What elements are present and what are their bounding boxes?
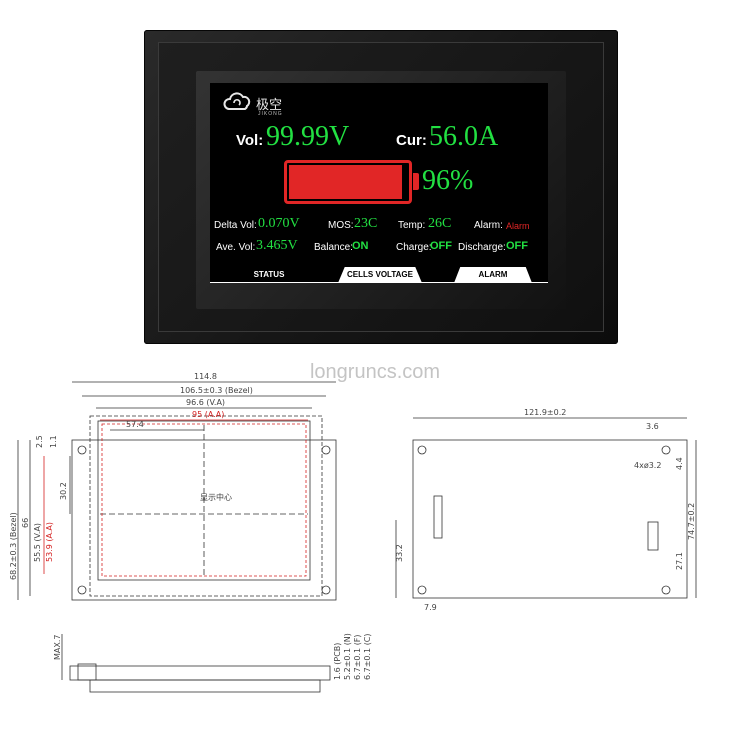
back-hole-bl — [417, 585, 427, 595]
dim-half-width: 57.4 — [126, 420, 144, 429]
brand-logo: 极空 JIKONG — [222, 91, 283, 117]
discharge-label: Discharge: — [458, 242, 506, 253]
dim-holes: 4xø3.2 — [634, 461, 661, 470]
front-hole-br — [321, 585, 331, 595]
charge-label: Charge: — [396, 242, 432, 253]
dim-side-c: 6.7±0.1 (C) — [363, 633, 372, 680]
dim-left-height: 33.2 — [395, 544, 404, 562]
front-hole-bl — [77, 585, 87, 595]
dim-back-height: 74.7±0.2 — [687, 503, 696, 540]
temp-value: 26C — [428, 216, 452, 231]
screen-tab-bar: STATUS CELLS VOLTAGE ALARM — [210, 263, 548, 283]
tab-alarm[interactable]: ALARM — [454, 267, 532, 283]
voltage-label: Vol: — [236, 132, 264, 149]
temp-label: Temp: — [398, 220, 426, 231]
tab-cells-voltage[interactable]: CELLS VOLTAGE — [338, 267, 422, 283]
delta-vol-value: 0.070V — [258, 216, 300, 231]
back-hole-br — [661, 585, 671, 595]
side-connector — [77, 663, 97, 681]
dim-hole-offset: 3.6 — [646, 422, 659, 431]
watermark: longruncs.com — [309, 361, 441, 383]
dim-side-max: MAX.7 — [53, 635, 62, 661]
voltage-value: 99.99V — [266, 121, 350, 152]
battery-tip — [413, 173, 419, 190]
side-pcb — [89, 679, 321, 693]
dim-bottom-left: 7.9 — [424, 603, 437, 612]
balance-value: ON — [352, 240, 369, 252]
dim-side-n: 5.2±0.1 (N) — [343, 633, 352, 680]
dim-right-small: 4.4 — [675, 457, 684, 470]
dim-aa-width: 95 (A.A) — [192, 410, 224, 419]
tab-status[interactable]: STATUS — [253, 270, 285, 279]
current-value: 56.0A — [429, 121, 499, 152]
lcd-screen: 极空 JIKONG Vol: 99.99V Cur: 56.0A 96% Del… — [210, 83, 548, 283]
back-outline — [412, 439, 688, 599]
dim-lower-right: 27.1 — [675, 552, 684, 570]
mos-value: 23C — [354, 216, 378, 231]
ave-vol-label: Ave. Vol: — [216, 242, 256, 253]
alarm-label: Alarm: — [474, 220, 503, 231]
alarm-value: Alarm — [506, 221, 530, 231]
soc-percent: 96% — [422, 165, 474, 196]
dim-va-width: 96.6 (V.A) — [186, 398, 225, 407]
dim-side-pcb: 1.6 (PCB) — [333, 643, 342, 680]
dim-overall-width: 114.8 — [194, 372, 217, 381]
dim-bezel-width: 106.5±0.3 (Bezel) — [180, 386, 253, 395]
dim-half-height: 30.2 — [59, 482, 68, 500]
back-connector — [433, 495, 443, 539]
mos-label: MOS: — [328, 220, 354, 231]
front-hole-tr — [321, 445, 331, 455]
display-center-label: 显示中心 — [200, 492, 232, 502]
front-bezel-outline — [89, 415, 323, 597]
delta-vol-label: Delta Vol: — [214, 220, 257, 231]
side-body — [69, 665, 331, 681]
dim-top-offset-1: 2.5 — [35, 435, 44, 448]
dim-back-width: 121.9±0.2 — [524, 408, 566, 417]
balance-label: Balance: — [314, 242, 353, 253]
dim-side-f: 6.7±0.1 (F) — [353, 634, 362, 680]
logo-chinese-text: 极空 — [256, 98, 283, 113]
dim-top-offset-2: 1.1 — [49, 435, 58, 448]
dim-aa-height: 53.9 (A.A) — [45, 522, 54, 562]
dim-overall-height: 68.2±0.3 (Bezel) — [9, 512, 18, 580]
back-header — [647, 521, 659, 551]
back-hole-tl — [417, 445, 427, 455]
battery-gauge — [284, 160, 412, 204]
battery-fill — [289, 165, 403, 199]
charge-value: OFF — [430, 240, 452, 252]
cloud-icon — [223, 92, 251, 110]
dim-height-66: 66 — [21, 518, 30, 528]
logo-english-text: JIKONG — [258, 111, 283, 117]
back-hole-tr — [661, 445, 671, 455]
dim-va-height: 55.5 (V.A) — [33, 523, 42, 562]
current-label: Cur: — [396, 132, 427, 149]
front-hole-tl — [77, 445, 87, 455]
ave-vol-value: 3.465V — [256, 238, 298, 253]
discharge-value: OFF — [506, 240, 528, 252]
front-aa-rect — [101, 423, 307, 577]
front-va-rect — [97, 420, 311, 581]
